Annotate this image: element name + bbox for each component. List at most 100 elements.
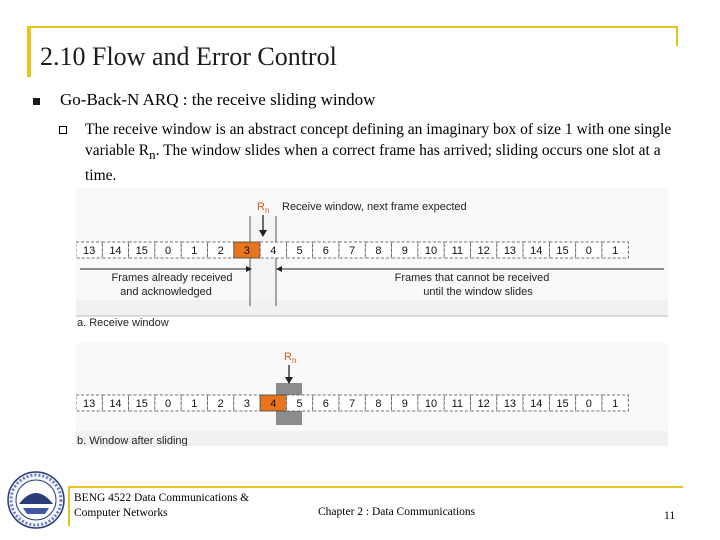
- footer-course-line1: BENG 4522 Data Communications &: [74, 492, 250, 504]
- panel-a-frame-number: 14: [109, 245, 121, 257]
- footer-line: [68, 486, 683, 488]
- panel-a-frame-cell: [522, 241, 550, 259]
- panel-a-frame-cell: [285, 241, 314, 259]
- panel-b-frame-number: 3: [244, 398, 250, 410]
- panel-a-frame-number: 9: [402, 245, 408, 257]
- level2-text-pre: The receive window is an abstract concep…: [85, 121, 672, 159]
- panel-a-frame-cell: [207, 241, 235, 259]
- panel-a-frame-cell: [364, 241, 392, 259]
- panel-b-frame-cell: [496, 394, 524, 412]
- panel-b-frame-number: 5: [296, 398, 302, 410]
- panel-a-caption: a. Receive window: [77, 317, 169, 329]
- panel-a-frame-cell: [312, 241, 340, 259]
- panel-a-frame-number: 15: [136, 245, 148, 257]
- panel-a-pointer-caption: Receive window, next frame expected: [282, 201, 467, 213]
- panel-a-left-caption-1: Frames already received: [111, 272, 232, 284]
- footer-course: BENG 4522 Data Communications & Computer …: [74, 491, 274, 521]
- bullet-level2-text: The receive window is an abstract concep…: [85, 119, 695, 186]
- panel-b-frame-cell: [285, 394, 314, 412]
- panel-b-frame-number: 7: [349, 398, 355, 410]
- panel-a-frame-cell: [417, 241, 445, 259]
- panel-b-frame-number: 6: [323, 398, 329, 410]
- title-frame: [27, 26, 678, 77]
- panel-b-frame-cell: [575, 394, 603, 412]
- panel-b-frame-cell: [522, 394, 550, 412]
- panel-b-frame-cell: [154, 394, 182, 412]
- panel-b-frame-cell: [76, 394, 103, 412]
- slide-title: 2.10 Flow and Error Control: [40, 42, 337, 71]
- panel-a-frame-cell: [76, 241, 103, 259]
- panel-a-frame-number: 13: [504, 245, 516, 257]
- panel-a-frame-number: 3: [244, 245, 250, 257]
- panel-b-frame-cell: [601, 394, 629, 412]
- panel-b-frame-cell: [364, 394, 392, 412]
- panel-b-frame-number: 8: [375, 398, 381, 410]
- panel-b-frame-number: 14: [530, 398, 542, 410]
- panel-b-pointer-label: Rn: [284, 351, 296, 365]
- panel-a-frame-number: 5: [296, 245, 302, 257]
- panel-a-frame-number: 0: [586, 245, 592, 257]
- panel-b-pointer-arrowhead: [285, 377, 293, 384]
- panel-a-frame-number: 6: [323, 245, 329, 257]
- panel-a-frame-cell: [601, 241, 629, 259]
- panel-a-frame-number: 7: [349, 245, 355, 257]
- panel-b-frame-cell: [443, 394, 471, 412]
- footer-divider: [68, 486, 70, 526]
- panel-a-frame-number: 14: [530, 245, 542, 257]
- panel-b-frame-cell: [207, 394, 235, 412]
- panel-a-frame-cell: [338, 241, 366, 259]
- panel-b-frame-number: 0: [165, 398, 171, 410]
- panel-a-left-caption-2: and acknowledged: [120, 286, 212, 298]
- panel-b-caption: b. Window after sliding: [77, 435, 188, 446]
- bullet-square-icon: [33, 98, 40, 105]
- panel-a-frame-number: 4: [270, 245, 276, 257]
- receive-window-figure: Rn Receive window, next frame expected 1…: [76, 188, 668, 446]
- panel-a-pointer-arrowhead: [259, 230, 267, 237]
- panel-b-frame-cell: [470, 394, 498, 412]
- panel-a-frame-cell: [470, 241, 498, 259]
- panel-b-frame-number: 0: [586, 398, 592, 410]
- panel-b-frame-cell: [391, 394, 419, 412]
- panel-a-frame-number: 0: [165, 245, 171, 257]
- panel-b-frame-number: 1: [612, 398, 618, 410]
- panel-a-frame-cell: [154, 241, 182, 259]
- title-frame-right: [676, 28, 678, 46]
- panel-a-frame-cell: [128, 241, 156, 259]
- bullet-level1-text: Go-Back-N ARQ : the receive sliding wind…: [60, 90, 376, 109]
- panel-b-frame-number: 1: [191, 398, 197, 410]
- panel-a-pointer-label: Rn: [257, 201, 269, 215]
- level2-text-post: . The window slides when a correct frame…: [85, 142, 661, 185]
- panel-b-frame-cell: [338, 394, 366, 412]
- panel-a-frame-number: 1: [191, 245, 197, 257]
- panel-b-frame-cell: [312, 394, 340, 412]
- panel-a-left-arrowhead: [246, 266, 252, 272]
- panel-a-frame-number: 10: [425, 245, 437, 257]
- panel-a-right-caption-1: Frames that cannot be received: [395, 272, 550, 284]
- panel-b-frame-number: 12: [478, 398, 490, 410]
- panel-a-frame-number: 8: [375, 245, 381, 257]
- panel-a-frame-number: 2: [218, 245, 224, 257]
- panel-b-frame-cell: [180, 394, 208, 412]
- panel-b-frame-number: 15: [136, 398, 148, 410]
- panel-a-frame-cell: [101, 241, 129, 259]
- panel-a-frame-cell: [180, 241, 208, 259]
- panel-b-frame-number: 2: [218, 398, 224, 410]
- panel-b-frame-number: 10: [425, 398, 437, 410]
- panel-b-frame-number: 13: [83, 398, 95, 410]
- panel-b-frame-number: 4: [270, 398, 276, 410]
- panel-a-frame-cell: [259, 241, 287, 259]
- panel-a-frame-cell: [496, 241, 524, 259]
- panel-a-frame-cell: [443, 241, 471, 259]
- panel-a-frame-number: 1: [612, 245, 618, 257]
- panel-b-frame-cell: [101, 394, 129, 412]
- panel-b-inner: [76, 343, 668, 431]
- panel-a-frame-number: 13: [83, 245, 95, 257]
- footer-course-line2: Computer Networks: [74, 507, 168, 519]
- panel-a-frame-number: 12: [478, 245, 490, 257]
- panel-a-frame-cell: [548, 241, 577, 259]
- panel-a-right-arrowhead: [276, 266, 282, 272]
- panel-b-frame-number: 9: [402, 398, 408, 410]
- university-logo: [7, 471, 65, 529]
- panel-b-frame-cell: [548, 394, 577, 412]
